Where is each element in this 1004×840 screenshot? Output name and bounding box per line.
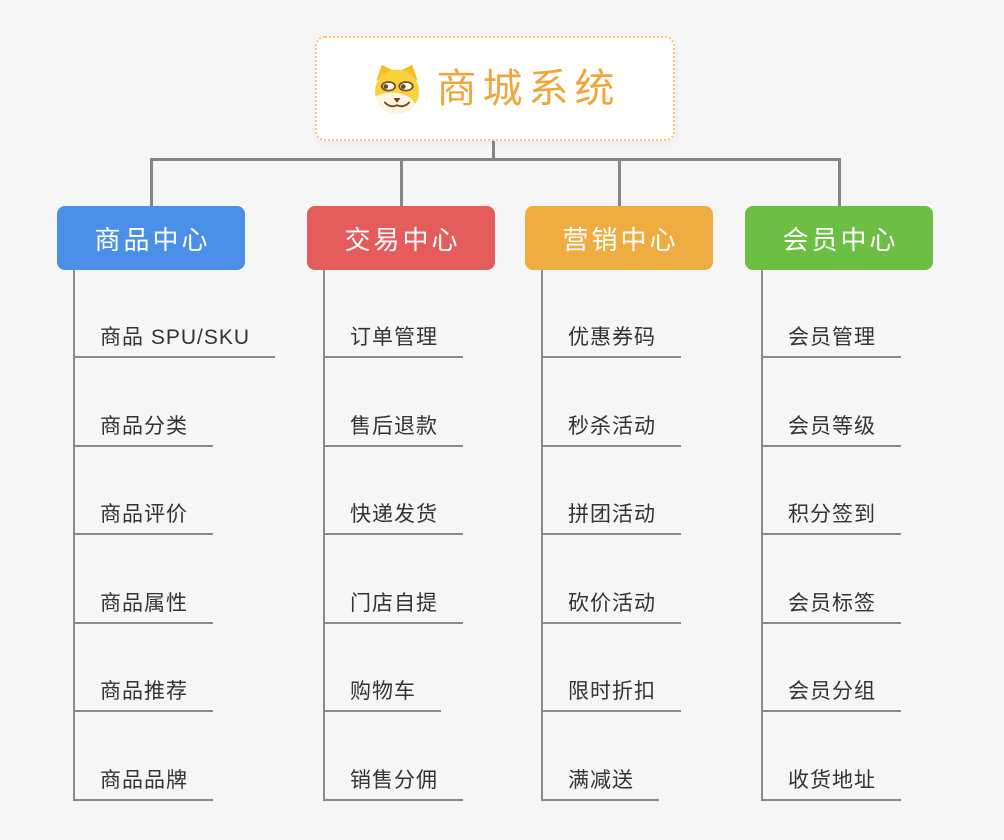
branch-product-center[interactable]: 商品中心 <box>57 206 245 270</box>
connector-drop-marketing <box>618 158 621 206</box>
branch-marketing-center[interactable]: 营销中心 <box>525 206 713 270</box>
leaf-node[interactable]: 限时折扣 <box>541 674 681 712</box>
leaf-node[interactable]: 砍价活动 <box>541 586 681 624</box>
leaf-node[interactable]: 商品评价 <box>73 497 213 535</box>
leaf-label: 商品品牌 <box>73 763 213 801</box>
leaf-node[interactable]: 商品 SPU/SKU <box>73 320 276 358</box>
branch-label: 营销中心 <box>562 224 679 255</box>
leaf-label: 售后退款 <box>323 409 463 447</box>
leaf-node[interactable]: 商品推荐 <box>73 674 213 712</box>
leaf-node[interactable]: 会员标签 <box>761 586 901 624</box>
leaf-node[interactable]: 订单管理 <box>323 320 463 358</box>
leaf-node[interactable]: 商品属性 <box>73 586 213 624</box>
leaf-label: 积分签到 <box>761 497 901 535</box>
branch-label: 会员中心 <box>782 224 899 255</box>
leaf-label: 会员等级 <box>761 409 901 447</box>
leaf-label: 会员分组 <box>761 674 901 712</box>
leaf-node[interactable]: 优惠券码 <box>541 320 681 358</box>
branch-label: 商品中心 <box>94 224 211 255</box>
leaf-label: 商品 SPU/SKU <box>73 320 276 358</box>
leaf-label: 会员标签 <box>761 586 901 624</box>
connector-trunk <box>150 158 841 161</box>
leaf-label: 商品分类 <box>73 409 213 447</box>
leaf-node[interactable]: 秒杀活动 <box>541 409 681 447</box>
root-node[interactable]: 商城系统 <box>315 36 675 141</box>
leaf-label: 订单管理 <box>323 320 463 358</box>
leaf-label: 购物车 <box>323 674 441 712</box>
leaf-node[interactable]: 快递发货 <box>323 497 463 535</box>
leaf-label: 优惠券码 <box>541 320 681 358</box>
dog-face-icon <box>370 61 424 117</box>
branch-member-center[interactable]: 会员中心 <box>745 206 933 270</box>
leaf-label: 限时折扣 <box>541 674 681 712</box>
leaf-label: 收货地址 <box>761 763 901 801</box>
leaf-node[interactable]: 商品品牌 <box>73 763 213 801</box>
leaf-label: 秒杀活动 <box>541 409 681 447</box>
connector-root-drop <box>492 141 495 161</box>
leaf-node[interactable]: 销售分佣 <box>323 763 463 801</box>
leaf-label: 销售分佣 <box>323 763 463 801</box>
connector-drop-member <box>838 158 841 206</box>
connector-spine-marketing <box>541 270 543 801</box>
leaf-label: 门店自提 <box>323 586 463 624</box>
root-title: 商城系统 <box>436 66 621 111</box>
leaf-node[interactable]: 会员管理 <box>761 320 901 358</box>
leaf-label: 拼团活动 <box>541 497 681 535</box>
leaf-node[interactable]: 拼团活动 <box>541 497 681 535</box>
leaf-label: 商品评价 <box>73 497 213 535</box>
leaf-node[interactable]: 售后退款 <box>323 409 463 447</box>
branch-trade-center[interactable]: 交易中心 <box>307 206 495 270</box>
leaf-label: 商品推荐 <box>73 674 213 712</box>
leaf-node[interactable]: 积分签到 <box>761 497 901 535</box>
leaf-label: 快递发货 <box>323 497 463 535</box>
connector-spine-trade <box>323 270 325 801</box>
connector-drop-trade <box>400 158 403 206</box>
leaf-label: 砍价活动 <box>541 586 681 624</box>
leaf-node[interactable]: 购物车 <box>323 674 441 712</box>
leaf-node[interactable]: 商品分类 <box>73 409 213 447</box>
leaf-node[interactable]: 收货地址 <box>761 763 901 801</box>
connector-drop-product <box>150 158 153 206</box>
leaf-label: 会员管理 <box>761 320 901 358</box>
leaf-node[interactable]: 会员分组 <box>761 674 901 712</box>
leaf-label: 满减送 <box>541 763 659 801</box>
connector-spine-product <box>73 270 75 801</box>
leaf-node[interactable]: 满减送 <box>541 763 659 801</box>
leaf-node[interactable]: 会员等级 <box>761 409 901 447</box>
leaf-node[interactable]: 门店自提 <box>323 586 463 624</box>
leaf-label: 商品属性 <box>73 586 213 624</box>
branch-label: 交易中心 <box>344 224 461 255</box>
connector-spine-member <box>761 270 763 801</box>
